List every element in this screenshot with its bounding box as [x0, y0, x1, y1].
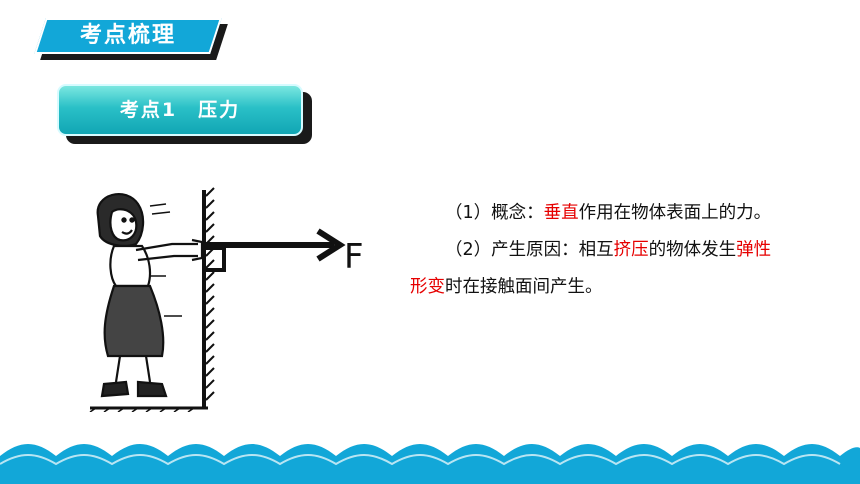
pressure-illustration: F — [89, 187, 364, 412]
page-title: 考点梳理 — [79, 23, 176, 48]
concept-line: （1）概念：垂直作用在物体表面上的力。 — [410, 195, 780, 232]
cause-prefix: （2）产生原因：相互 — [445, 240, 614, 260]
concept-content: （1）概念：垂直作用在物体表面上的力。 （2）产生原因：相互挤压的物体发生弹性形… — [410, 195, 780, 306]
force-arrow — [202, 228, 346, 272]
highlight-elastic-deformation: 弹性形变 — [410, 240, 772, 297]
concept-prefix: （1）概念： — [445, 203, 544, 223]
person — [96, 193, 204, 398]
force-label: F — [344, 237, 364, 277]
section-heading: 考点1 压力 — [119, 99, 241, 121]
highlight-squeeze: 挤压 — [613, 240, 649, 260]
header-banner: 考点梳理 — [34, 18, 228, 62]
cause-suffix: 时在接触面间产生。 — [445, 277, 603, 297]
cause-line: （2）产生原因：相互挤压的物体发生弹性形变时在接触面间产生。 — [410, 232, 780, 306]
wall — [202, 187, 215, 408]
concept-suffix: 作用在物体表面上的力。 — [578, 203, 772, 223]
cause-middle: 的物体发生 — [648, 240, 737, 260]
section-heading-background — [57, 84, 303, 136]
ground-hatch — [89, 407, 195, 412]
bottom-wave — [0, 444, 860, 484]
highlight-perpendicular: 垂直 — [543, 203, 579, 223]
